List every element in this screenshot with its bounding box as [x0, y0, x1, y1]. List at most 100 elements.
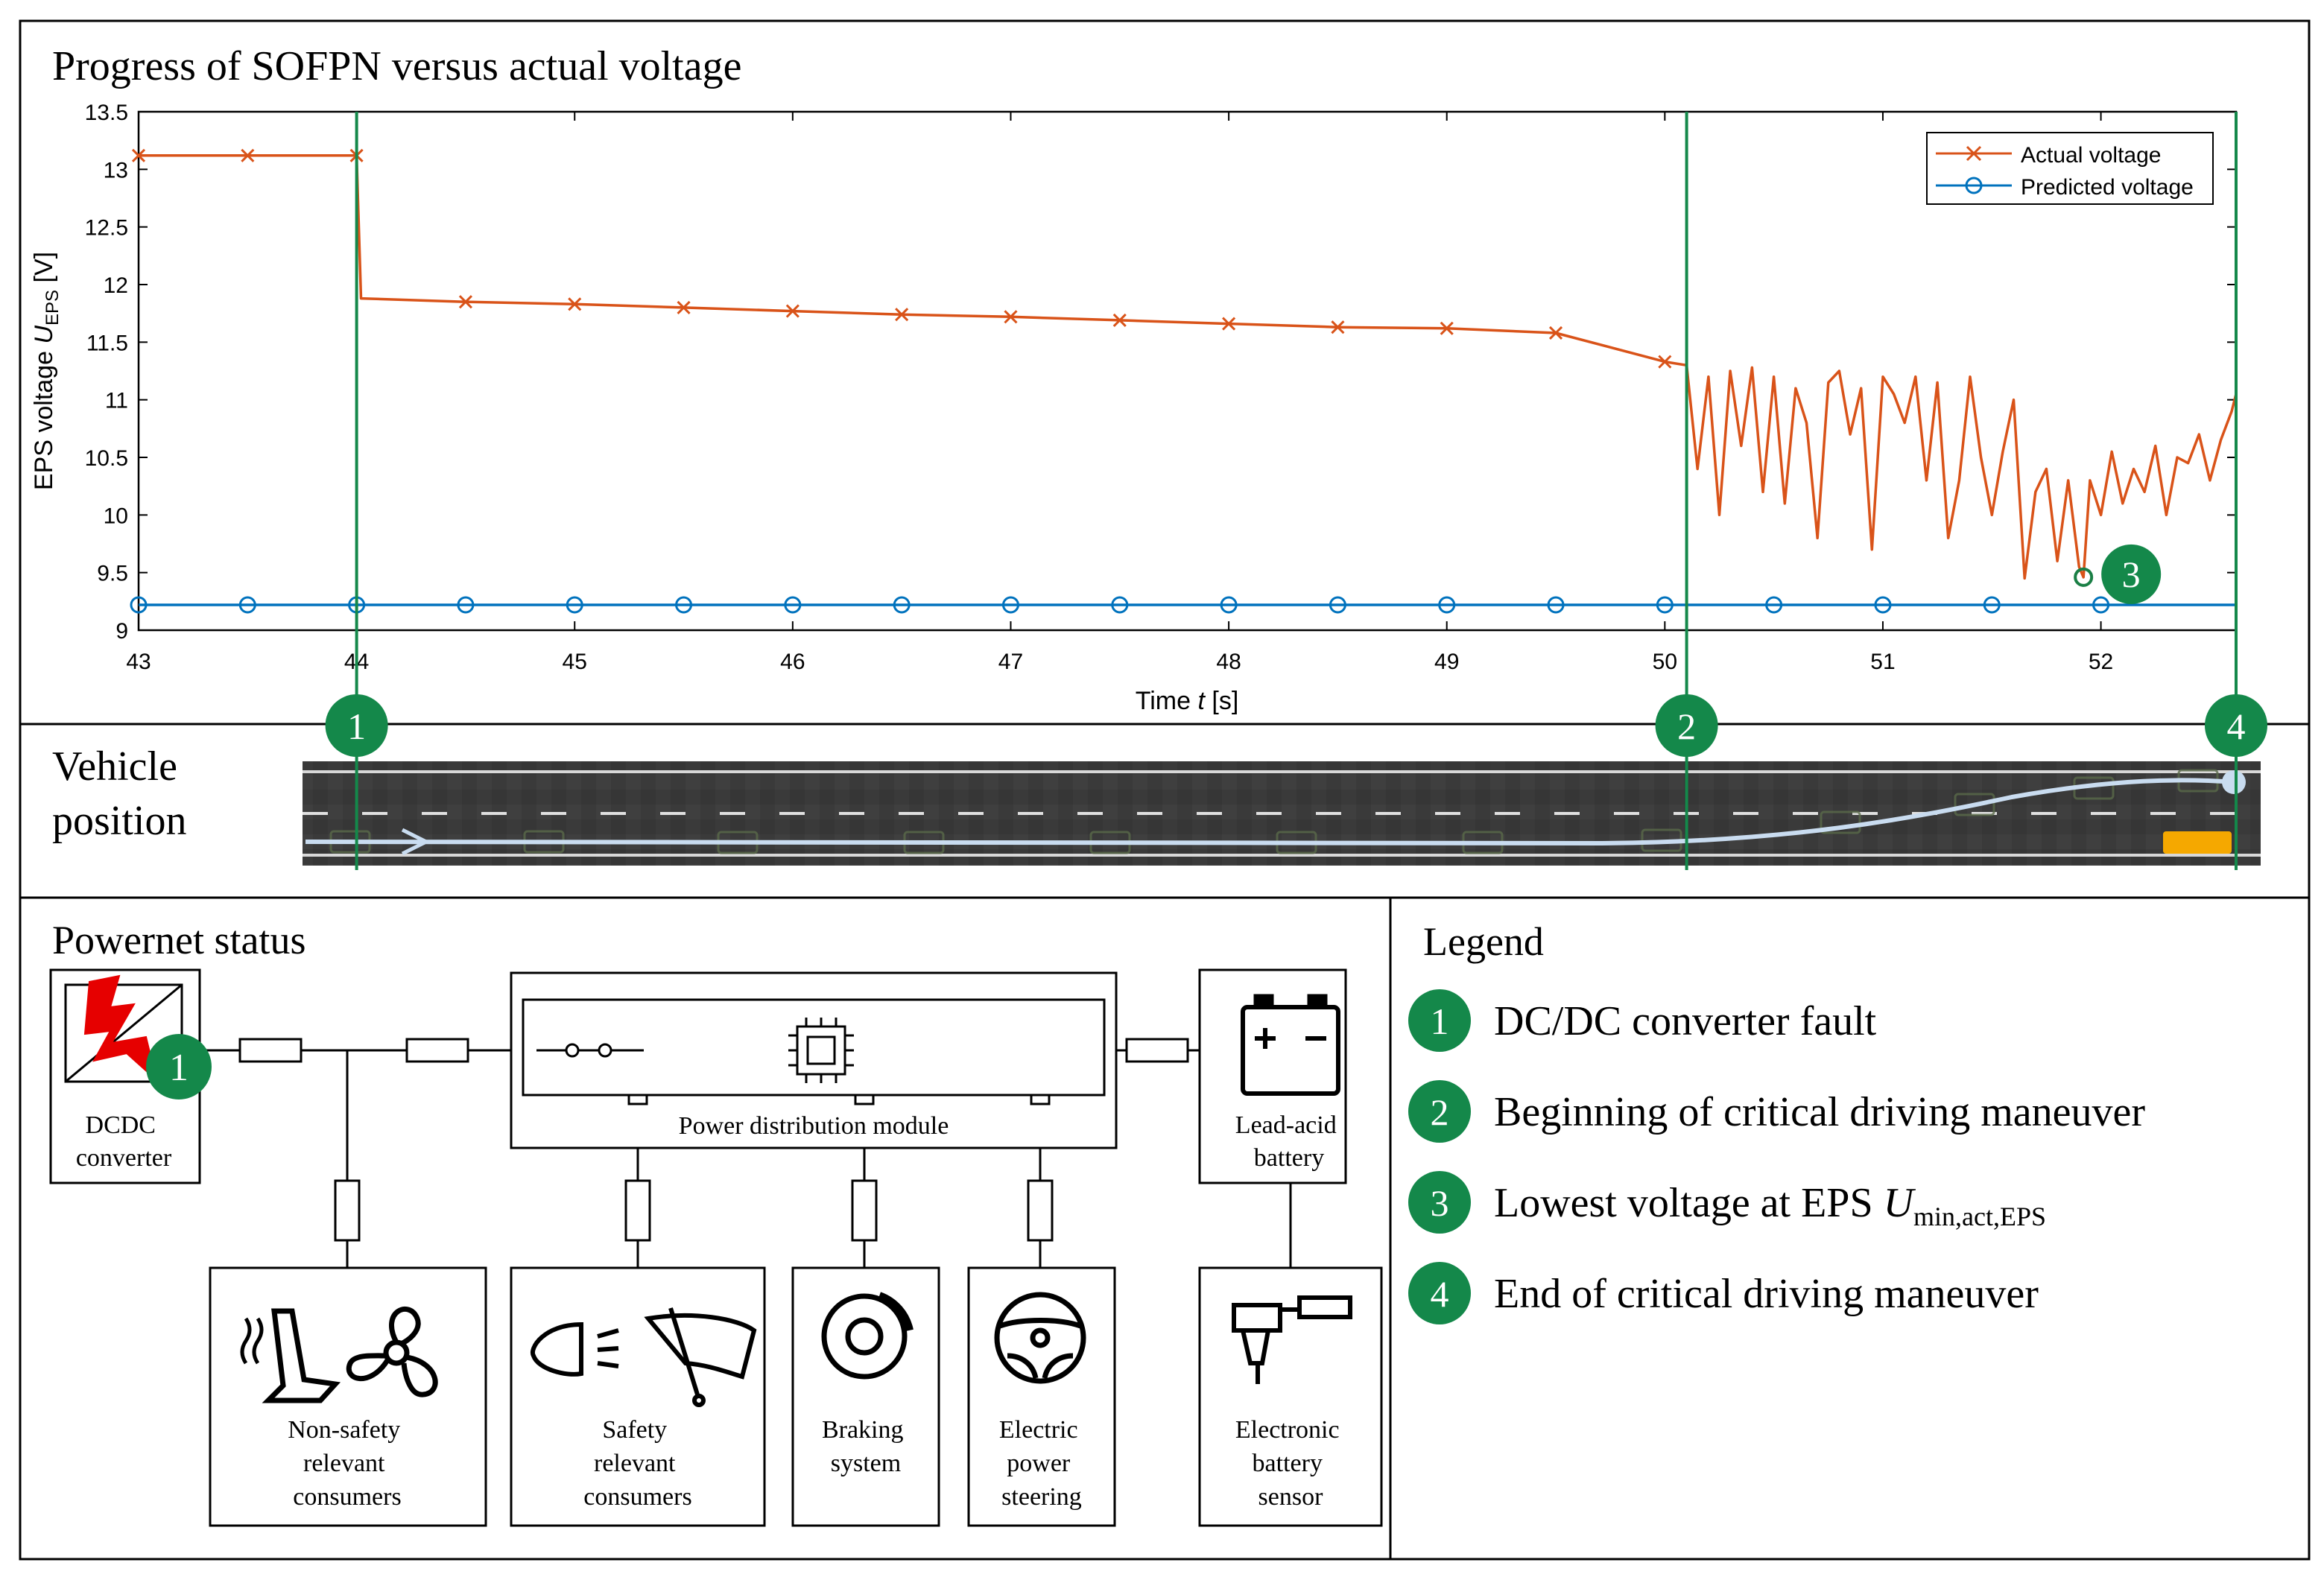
y-tick-label: 9.5 — [97, 562, 128, 586]
y-tick-label: 11 — [105, 389, 128, 413]
consumer-box-non-safety — [209, 1266, 487, 1527]
y-tick-label: 12 — [104, 273, 128, 298]
data-point-stroke — [131, 148, 146, 162]
consumer-label-eps: Electric power steering — [999, 1416, 1084, 1511]
x-tick-label: 49 — [1434, 650, 1459, 674]
data-point-stroke — [895, 308, 909, 322]
data-point — [130, 596, 148, 614]
data-point — [1222, 317, 1236, 331]
data-point — [458, 295, 472, 309]
legend-item-4: 4 End of critical driving maneuver — [1408, 1262, 2039, 1324]
series-line — [139, 154, 2238, 580]
chart-panel-title: Progress of SOFPN versus actual voltage — [52, 43, 741, 89]
event-badge — [1655, 694, 1718, 757]
dcdc-symbol-icon — [64, 983, 183, 1083]
headlight-icon — [531, 1321, 619, 1377]
data-point-stroke — [458, 295, 472, 309]
legend-text-3: Lowest voltage at EPS Umin,act,EPS — [1494, 1180, 2046, 1231]
ghost-car-icon — [1954, 793, 1995, 816]
steering-wheel-icon — [994, 1292, 1086, 1384]
battery-icon — [1241, 1005, 1340, 1096]
y-tick-label: 12.5 — [85, 216, 128, 241]
data-point — [1983, 596, 2001, 614]
data-point — [1656, 596, 1674, 614]
pdm-label: Power distribution module — [679, 1112, 949, 1140]
powernet-labels: DCDC converter Power distribution module… — [76, 1111, 1340, 1511]
fuse-braking — [851, 1179, 878, 1242]
y-tick-label: 11.5 — [86, 331, 128, 355]
fuse-dcdc — [238, 1038, 303, 1063]
x-tick-label: 51 — [1870, 650, 1895, 674]
data-point — [131, 148, 146, 162]
fault-badge-circle — [146, 1034, 212, 1100]
legend-text-4: End of critical driving maneuver — [1494, 1271, 2039, 1317]
switch-icon — [565, 1043, 580, 1058]
legend-badge-1 — [1408, 989, 1471, 1052]
data-point — [1331, 320, 1345, 334]
legend-badge-2 — [1408, 1080, 1471, 1143]
x-tick-label: 50 — [1653, 650, 1677, 674]
legend-badge-number-2: 2 — [1431, 1091, 1449, 1133]
legend-actual-marker — [1966, 145, 1982, 162]
lowest-voltage-marker: 3 — [2074, 544, 2162, 604]
data-point — [893, 596, 911, 614]
data-point — [1112, 313, 1127, 328]
y-tick-label: 10.5 — [85, 446, 128, 471]
data-point — [1548, 326, 1563, 340]
data-point — [1438, 596, 1456, 614]
data-point-stroke — [1440, 321, 1454, 335]
vehicle-trajectory — [305, 778, 2236, 846]
data-point — [1765, 596, 1783, 614]
x-tick-label: 52 — [2089, 650, 2113, 674]
outer-frame — [19, 19, 2311, 1561]
chart-legend: Actual voltage Predicted voltage — [1926, 132, 2214, 205]
legend-panel-title: Legend — [1423, 919, 1544, 964]
lowest-voltage-badge — [2101, 544, 2162, 604]
legend-item-2: 2 Beginning of critical driving maneuver — [1408, 1080, 2145, 1143]
fuse-non-safety — [334, 1179, 361, 1242]
x-tick-label: 45 — [563, 650, 587, 674]
data-point-stroke — [785, 304, 800, 318]
data-point — [1001, 596, 1019, 614]
legend-item-3: 3 Lowest voltage at EPS Umin,act,EPS — [1408, 1171, 2046, 1234]
lowest-voltage-point — [2074, 567, 2094, 587]
chip-pins — [788, 1018, 854, 1083]
y-tick-label: 13 — [104, 158, 128, 183]
plot-area — [137, 110, 2238, 632]
fuse-battery — [1125, 1038, 1189, 1063]
y-tick-label: 9 — [115, 619, 128, 644]
data-point — [1874, 596, 1892, 614]
x-tick-label: 43 — [126, 650, 151, 674]
event-badge-number: 2 — [1677, 705, 1696, 747]
microcontroller-icon — [796, 1025, 846, 1076]
pdm-inner-box — [522, 998, 1106, 1097]
lead-vehicle-icon — [2163, 831, 2232, 854]
vehicle-end-position-icon — [2222, 770, 2246, 794]
vehicle-panel-title: Vehicle position — [52, 743, 188, 844]
data-point-stroke — [1222, 317, 1236, 331]
heated-seat-icon — [240, 1308, 341, 1403]
data-point — [895, 308, 909, 322]
panel-frames — [19, 19, 2311, 1561]
data-point-stroke — [1658, 355, 1672, 369]
consumer-label-braking: Braking system — [822, 1416, 910, 1477]
legend-badge-number-3: 3 — [1431, 1182, 1449, 1224]
windshield-wiper-icon — [644, 1307, 757, 1407]
data-point-stroke — [677, 300, 691, 314]
legend-badge-3 — [1408, 1171, 1471, 1234]
data-point — [785, 304, 800, 318]
data-point — [1658, 355, 1672, 369]
fault-badge: 1 — [146, 1034, 212, 1100]
data-point-stroke — [1112, 313, 1127, 328]
legend-actual-label: Actual voltage — [2021, 143, 2161, 168]
brake-disc-icon — [821, 1292, 914, 1380]
legend-text-1: DC/DC converter fault — [1494, 998, 1877, 1044]
legend-predicted-marker — [1965, 177, 1983, 194]
data-point — [1547, 596, 1565, 614]
event-badge — [325, 694, 388, 757]
battery-sensor-icon — [1232, 1295, 1352, 1384]
